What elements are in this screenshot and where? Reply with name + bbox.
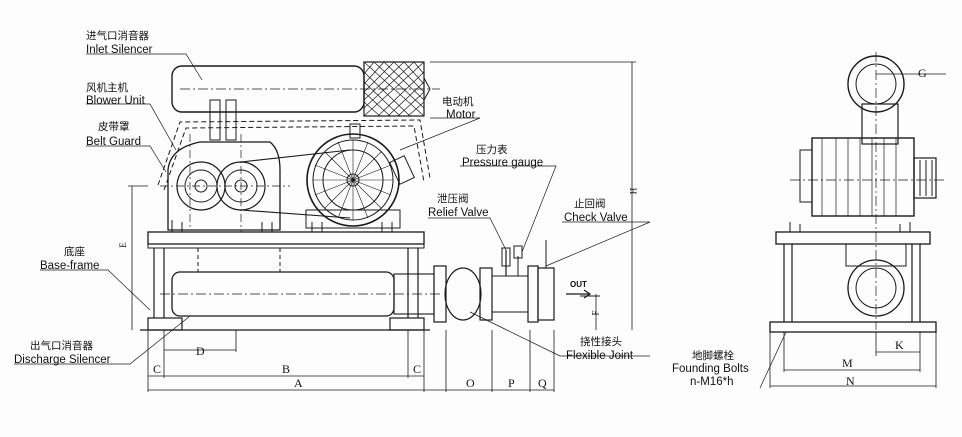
dimension-q: Q — [538, 376, 547, 390]
dimension-m: M — [842, 356, 853, 370]
motor-label-cn: 电动机 — [442, 96, 474, 108]
relief-valve-label: Relief Valve — [428, 207, 489, 219]
motor-label: Motor — [446, 109, 476, 121]
dimension-b: B — [282, 362, 291, 376]
dimension-d: D — [196, 344, 205, 358]
dimension-c-left: C — [153, 362, 162, 376]
founding-bolts-label-cn: 地脚螺栓 — [692, 350, 734, 362]
motor-shape — [305, 123, 415, 229]
inlet-silencer-label-cn: 进气口消音器 — [86, 30, 149, 42]
founding-bolts-label: Founding Bolts — [672, 363, 749, 375]
side-view-shape — [759, 52, 946, 389]
belt-guard-label: Belt Guard — [86, 136, 141, 148]
base-frame-label-cn: 底座 — [64, 246, 85, 258]
dimension-c-right: C — [413, 362, 422, 376]
dimension-f: F — [590, 310, 601, 316]
dimension-e: E — [117, 242, 128, 248]
blower-unit-label-cn: 风机主机 — [86, 82, 128, 94]
dimension-a: A — [294, 376, 303, 390]
blower-unit-label: Blower Unit — [86, 95, 145, 107]
base-frame-shape — [140, 220, 430, 331]
blower-unit-shape — [160, 99, 290, 232]
dimension-o: O — [466, 376, 475, 390]
dimension-h: H — [628, 187, 639, 195]
dimension-n: N — [846, 374, 855, 388]
relief-valve-label-cn: 泄压阀 — [437, 193, 469, 205]
inlet-silencer-shape — [171, 61, 440, 117]
dimension-p: P — [508, 376, 515, 390]
base-frame-label: Base-frame — [40, 260, 100, 272]
check-valve-label-cn: 止回阀 — [574, 198, 606, 210]
inlet-silencer-label: Inlet Silencer — [86, 44, 153, 56]
dimension-g: G — [918, 66, 927, 80]
discharge-silencer-label: Discharge Silencer — [14, 354, 111, 366]
dimension-lines — [147, 330, 555, 392]
pressure-gauge-label: Pressure gauge — [462, 157, 544, 169]
discharge-silencer-label-cn: 出气口消音器 — [30, 340, 93, 352]
dimension-k: K — [895, 338, 904, 352]
check-valve-label: Check Valve — [564, 212, 628, 224]
pressure-gauge-label-cn: 压力表 — [476, 144, 508, 156]
flexible-joint-label: Flexible Joint — [566, 350, 634, 362]
belt-guard-outline — [157, 119, 431, 186]
outlet-marker: OUT — [570, 280, 587, 289]
flexible-joint-label-cn: 挠性接头 — [580, 336, 622, 348]
label-leaders — [14, 53, 651, 365]
discharge-silencer-shape — [160, 248, 440, 317]
bolt-spec-label: n-M16*h — [690, 376, 734, 388]
belt-guard-label-cn: 皮带罩 — [98, 121, 130, 133]
